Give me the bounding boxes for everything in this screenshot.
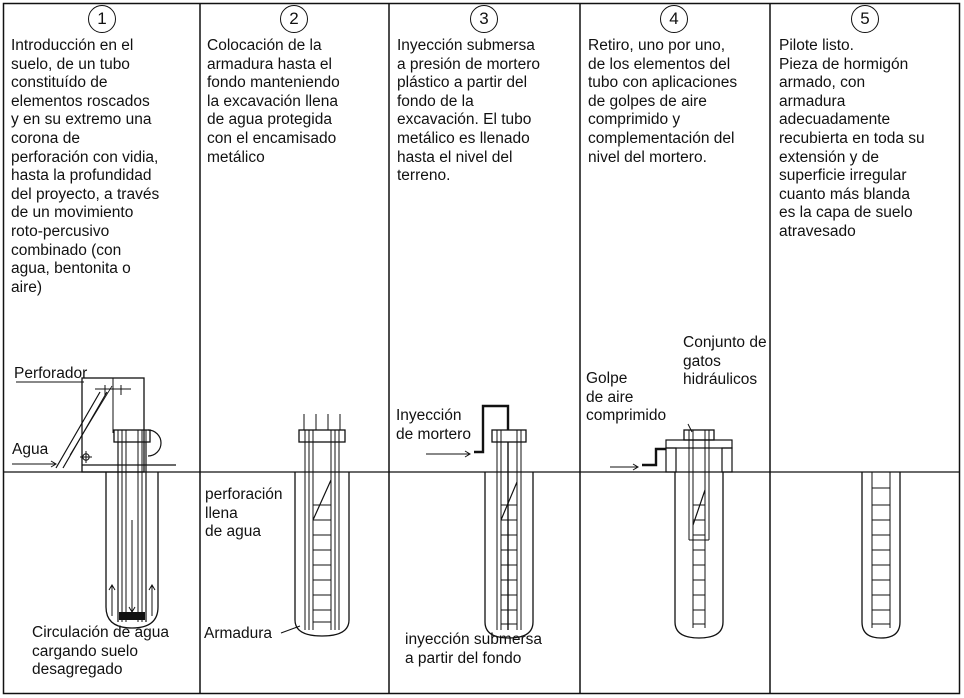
panel-4-casing-removal bbox=[610, 423, 733, 639]
label-perforador: Perforador bbox=[14, 365, 88, 382]
step-5-description: Pilote listo. Pieza de hormigón armado, … bbox=[779, 37, 925, 240]
label-agua: Agua bbox=[12, 441, 49, 458]
reinforcement-cage bbox=[693, 504, 705, 625]
borehole bbox=[484, 472, 534, 639]
panel-5-finished-pile bbox=[861, 472, 901, 639]
label-armadura: Armadura bbox=[204, 625, 273, 642]
motor bbox=[147, 429, 162, 457]
borehole bbox=[294, 472, 350, 637]
drill-bit bbox=[119, 612, 145, 620]
mast bbox=[55, 391, 101, 469]
step-5-number: 5 bbox=[851, 5, 879, 33]
label-inyeccion-submersa: inyección submersa a partir del fondo bbox=[405, 631, 542, 667]
reinforcement-cage bbox=[501, 504, 517, 625]
label-conjunto-gatos: Conjunto de gatos hidráulicos bbox=[683, 334, 767, 389]
hydraulic-jack bbox=[721, 447, 733, 473]
casing-head bbox=[298, 429, 346, 443]
label-golpe-aire: Golpe de aire comprimido bbox=[586, 370, 667, 425]
step-1-number: 1 bbox=[88, 5, 116, 33]
panel-1-drilling bbox=[12, 377, 176, 629]
step-4-number: 4 bbox=[660, 5, 688, 33]
pile-outline bbox=[861, 472, 901, 639]
step-1-description: Introducción en el suelo, de un tubo con… bbox=[11, 37, 160, 296]
air-pipe bbox=[642, 447, 666, 467]
reinforcement-cage bbox=[872, 487, 890, 625]
step-4-description: Retiro, uno por uno, de los elementos de… bbox=[588, 37, 738, 166]
borehole bbox=[674, 472, 724, 639]
label-circulacion: Circulación de agua cargando suelo desag… bbox=[32, 624, 170, 679]
reinforcement-cage bbox=[313, 504, 331, 623]
label-perforacion-llena: perforación llena de agua bbox=[205, 486, 283, 541]
step-3-description: Inyección submersa a presión de mortero … bbox=[397, 37, 541, 185]
jack-plate bbox=[665, 439, 733, 449]
panel-2-reinforcement bbox=[280, 414, 350, 637]
label-inyeccion-mortero: Inyección de mortero bbox=[396, 407, 471, 443]
hydraulic-jack bbox=[665, 447, 677, 473]
step-3-number: 3 bbox=[470, 5, 498, 33]
injection-pipe bbox=[474, 404, 510, 454]
borehole bbox=[105, 472, 159, 629]
step-2-number: 2 bbox=[280, 5, 308, 33]
casing-head bbox=[113, 429, 151, 443]
panel-3-grout-injection bbox=[426, 404, 534, 639]
step-2-description: Colocación de la armadura hasta el fondo… bbox=[207, 37, 340, 166]
